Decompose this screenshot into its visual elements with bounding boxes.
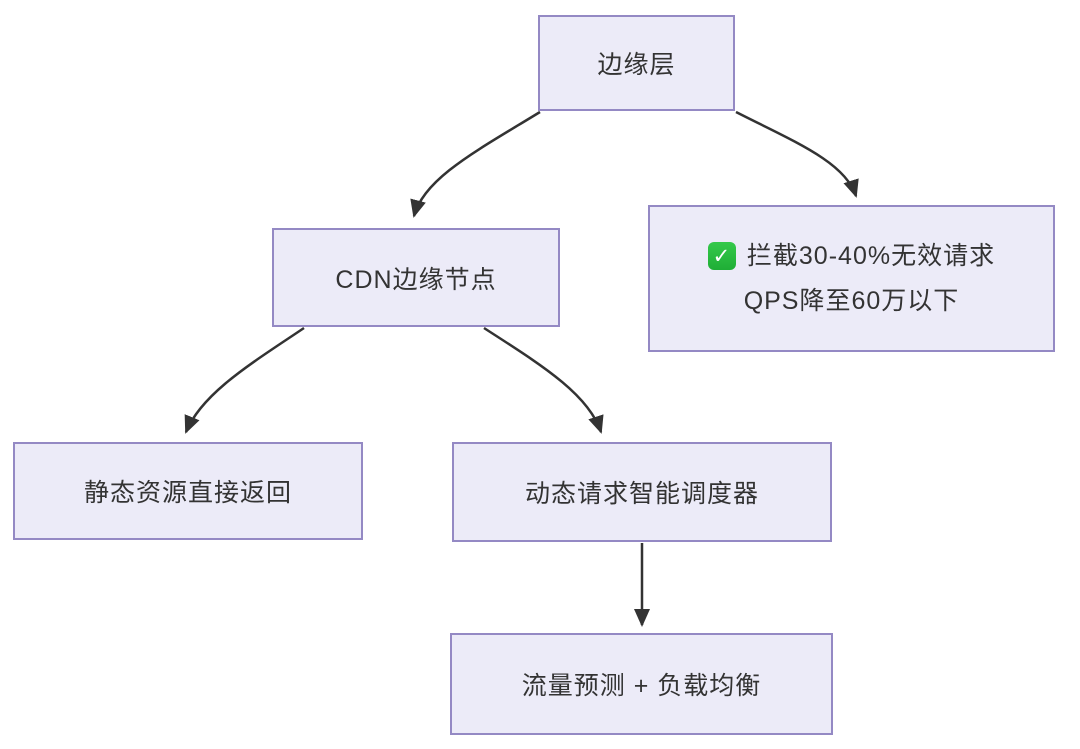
edge-cdn-to-static xyxy=(184,326,305,434)
node-static-return-label: 静态资源直接返回 xyxy=(83,479,292,507)
node-cdn-edge: CDN边缘节点 xyxy=(272,228,560,327)
node-edge-layer: 边缘层 xyxy=(538,15,735,111)
node-benefit-callout: ✓ 拦截30-40%无效请求 QPS降至60万以下 xyxy=(648,205,1055,352)
node-edge-layer-label: 边缘层 xyxy=(597,51,676,79)
benefit-line-1-text: 拦截30-40%无效请求 xyxy=(746,241,996,270)
node-cdn-edge-label: CDN边缘节点 xyxy=(335,265,497,294)
edge-cdn-to-dynamic xyxy=(483,326,604,434)
benefit-line-2: QPS降至60万以下 xyxy=(744,279,960,324)
node-dynamic-scheduler: 动态请求智能调度器 xyxy=(452,442,832,542)
node-static-return: 静态资源直接返回 xyxy=(13,442,363,540)
benefit-line-2-text: QPS降至60万以下 xyxy=(743,286,960,315)
node-load-balance: 流量预测 + 负载均衡 xyxy=(450,633,833,735)
check-mark-icon: ✓ xyxy=(707,242,736,270)
edge-edgelayer-to-cdn xyxy=(410,110,541,218)
node-load-balance-label: 流量预测 + 负载均衡 xyxy=(521,672,762,700)
benefit-line-1: ✓ 拦截30-40%无效请求 xyxy=(707,234,996,279)
node-dynamic-scheduler-label: 动态请求智能调度器 xyxy=(524,480,759,508)
edge-edgelayer-to-benefit xyxy=(735,110,859,198)
